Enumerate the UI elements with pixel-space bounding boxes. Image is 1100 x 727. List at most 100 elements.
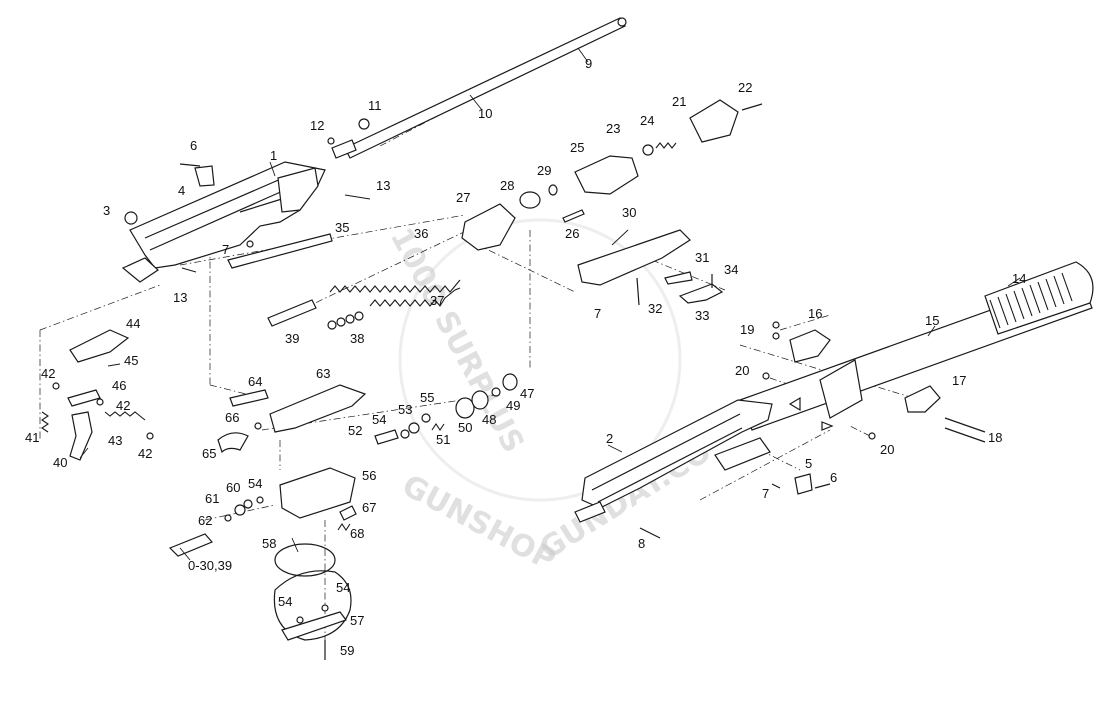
callout-56: 56 <box>362 468 376 483</box>
bolt-assembly <box>461 99 763 251</box>
axis-line-20b <box>849 425 871 437</box>
part-36-spring <box>329 279 461 293</box>
part-38-washer-a <box>327 320 337 330</box>
part-54-screw-left <box>296 616 304 624</box>
part-38-washer-d <box>354 311 364 321</box>
callout-7b: 7 <box>594 306 601 321</box>
callout-48: 48 <box>482 412 496 427</box>
part-35-rail <box>227 233 333 269</box>
callout-labels: 1 2 3 4 5 6 6 7 7 7 8 9 10 11 12 13 13 1… <box>25 56 1026 658</box>
callout-60: 60 <box>226 480 240 495</box>
part-38-washer-b <box>336 317 346 327</box>
callout-63: 63 <box>316 366 330 381</box>
callout-47: 47 <box>520 386 534 401</box>
part-20-pin-b <box>868 432 876 440</box>
bolt-catch-group <box>217 384 367 454</box>
callout-27: 27 <box>456 190 470 205</box>
part-67-plunger <box>339 505 357 521</box>
callout-43: 43 <box>108 433 122 448</box>
leader-0 <box>179 547 191 561</box>
callout-19: 19 <box>740 322 754 337</box>
part-44-hammer <box>69 329 130 363</box>
callout-51: 51 <box>436 432 450 447</box>
callout-6a: 6 <box>190 138 197 153</box>
callout-7c: 7 <box>762 486 769 501</box>
callout-25: 25 <box>570 140 584 155</box>
callout-41: 41 <box>25 430 39 445</box>
part-27-bolt-carrier <box>461 203 516 251</box>
callout-54c: 54 <box>336 580 350 595</box>
part-21-gas-block <box>689 99 739 143</box>
part-14-flash-hider <box>984 261 1094 335</box>
callout-15: 15 <box>925 313 939 328</box>
callout-3: 3 <box>103 203 110 218</box>
part-2-front-lug <box>574 501 606 523</box>
lower-receiver <box>574 399 831 539</box>
part-56-housing <box>279 467 356 519</box>
watermark-ring <box>398 218 682 502</box>
part-40-trigger <box>69 411 93 461</box>
part-52-pin <box>374 429 399 445</box>
recoil-springs <box>267 279 461 330</box>
handguard-assembly <box>577 229 724 306</box>
part-57-buttplate <box>281 611 347 641</box>
part-1-rear-block <box>277 167 319 213</box>
part-3-ring <box>124 211 138 225</box>
callout-8: 8 <box>638 536 645 551</box>
part-14-threads <box>989 272 1073 329</box>
part-20-pin-a <box>762 372 770 380</box>
part-7-screw-c <box>771 483 781 489</box>
part-37-spring <box>369 287 461 307</box>
part-65-catch <box>217 432 249 454</box>
callout-54a: 54 <box>372 412 386 427</box>
part-54-screw-right <box>321 604 329 612</box>
part-50-bushing <box>455 397 475 419</box>
part-11-ring <box>358 118 370 130</box>
leader-9 <box>577 47 589 63</box>
part-68-spring <box>337 523 351 531</box>
leader-2 <box>607 444 623 453</box>
part-61-nut <box>234 504 246 516</box>
callout-55: 55 <box>420 390 434 405</box>
part-22-screw <box>741 103 763 111</box>
arrow-lower <box>821 421 834 431</box>
part-18-screw-a <box>944 417 986 433</box>
part-17-sight <box>904 385 941 413</box>
part-13-pin-upper <box>344 194 371 200</box>
part-30-cover <box>577 229 691 286</box>
part-4-clip <box>194 165 215 187</box>
callout-54b: 54 <box>248 476 262 491</box>
part-53-nut <box>408 422 420 434</box>
part-1-receiver-ribs <box>144 174 291 251</box>
part-2-receiver-body <box>581 399 773 509</box>
axis-line-spring <box>289 229 469 316</box>
callout-20a: 20 <box>735 363 749 378</box>
callout-17: 17 <box>952 373 966 388</box>
part-23-valve <box>642 144 654 156</box>
callout-65: 65 <box>202 446 216 461</box>
callout-14: 14 <box>1012 271 1026 286</box>
callout-42a: 42 <box>41 366 55 381</box>
watermark-line-1: 1000 SURPLUS <box>383 222 531 458</box>
leader-10 <box>469 94 483 111</box>
callout-66: 66 <box>225 410 239 425</box>
callout-50: 50 <box>458 420 472 435</box>
callout-68: 68 <box>350 526 364 541</box>
callout-49: 49 <box>506 398 520 413</box>
part-64-rod <box>229 389 269 407</box>
callout-59: 59 <box>340 643 354 658</box>
callout-28: 28 <box>500 178 514 193</box>
leader-1 <box>269 161 276 177</box>
part-19-nut-b <box>772 332 780 340</box>
part-48-sleeve <box>471 390 489 410</box>
part-8-screw <box>639 527 661 539</box>
callout-54d: 54 <box>278 594 292 609</box>
part-42-pin-c <box>146 432 154 440</box>
callout-44: 44 <box>126 316 140 331</box>
callout-40: 40 <box>53 455 67 470</box>
part-66-pin <box>254 422 262 430</box>
callout-52: 52 <box>348 423 362 438</box>
axis-line-2 <box>699 429 831 501</box>
part-41-spring <box>41 411 49 433</box>
part-24-spring <box>655 142 677 149</box>
